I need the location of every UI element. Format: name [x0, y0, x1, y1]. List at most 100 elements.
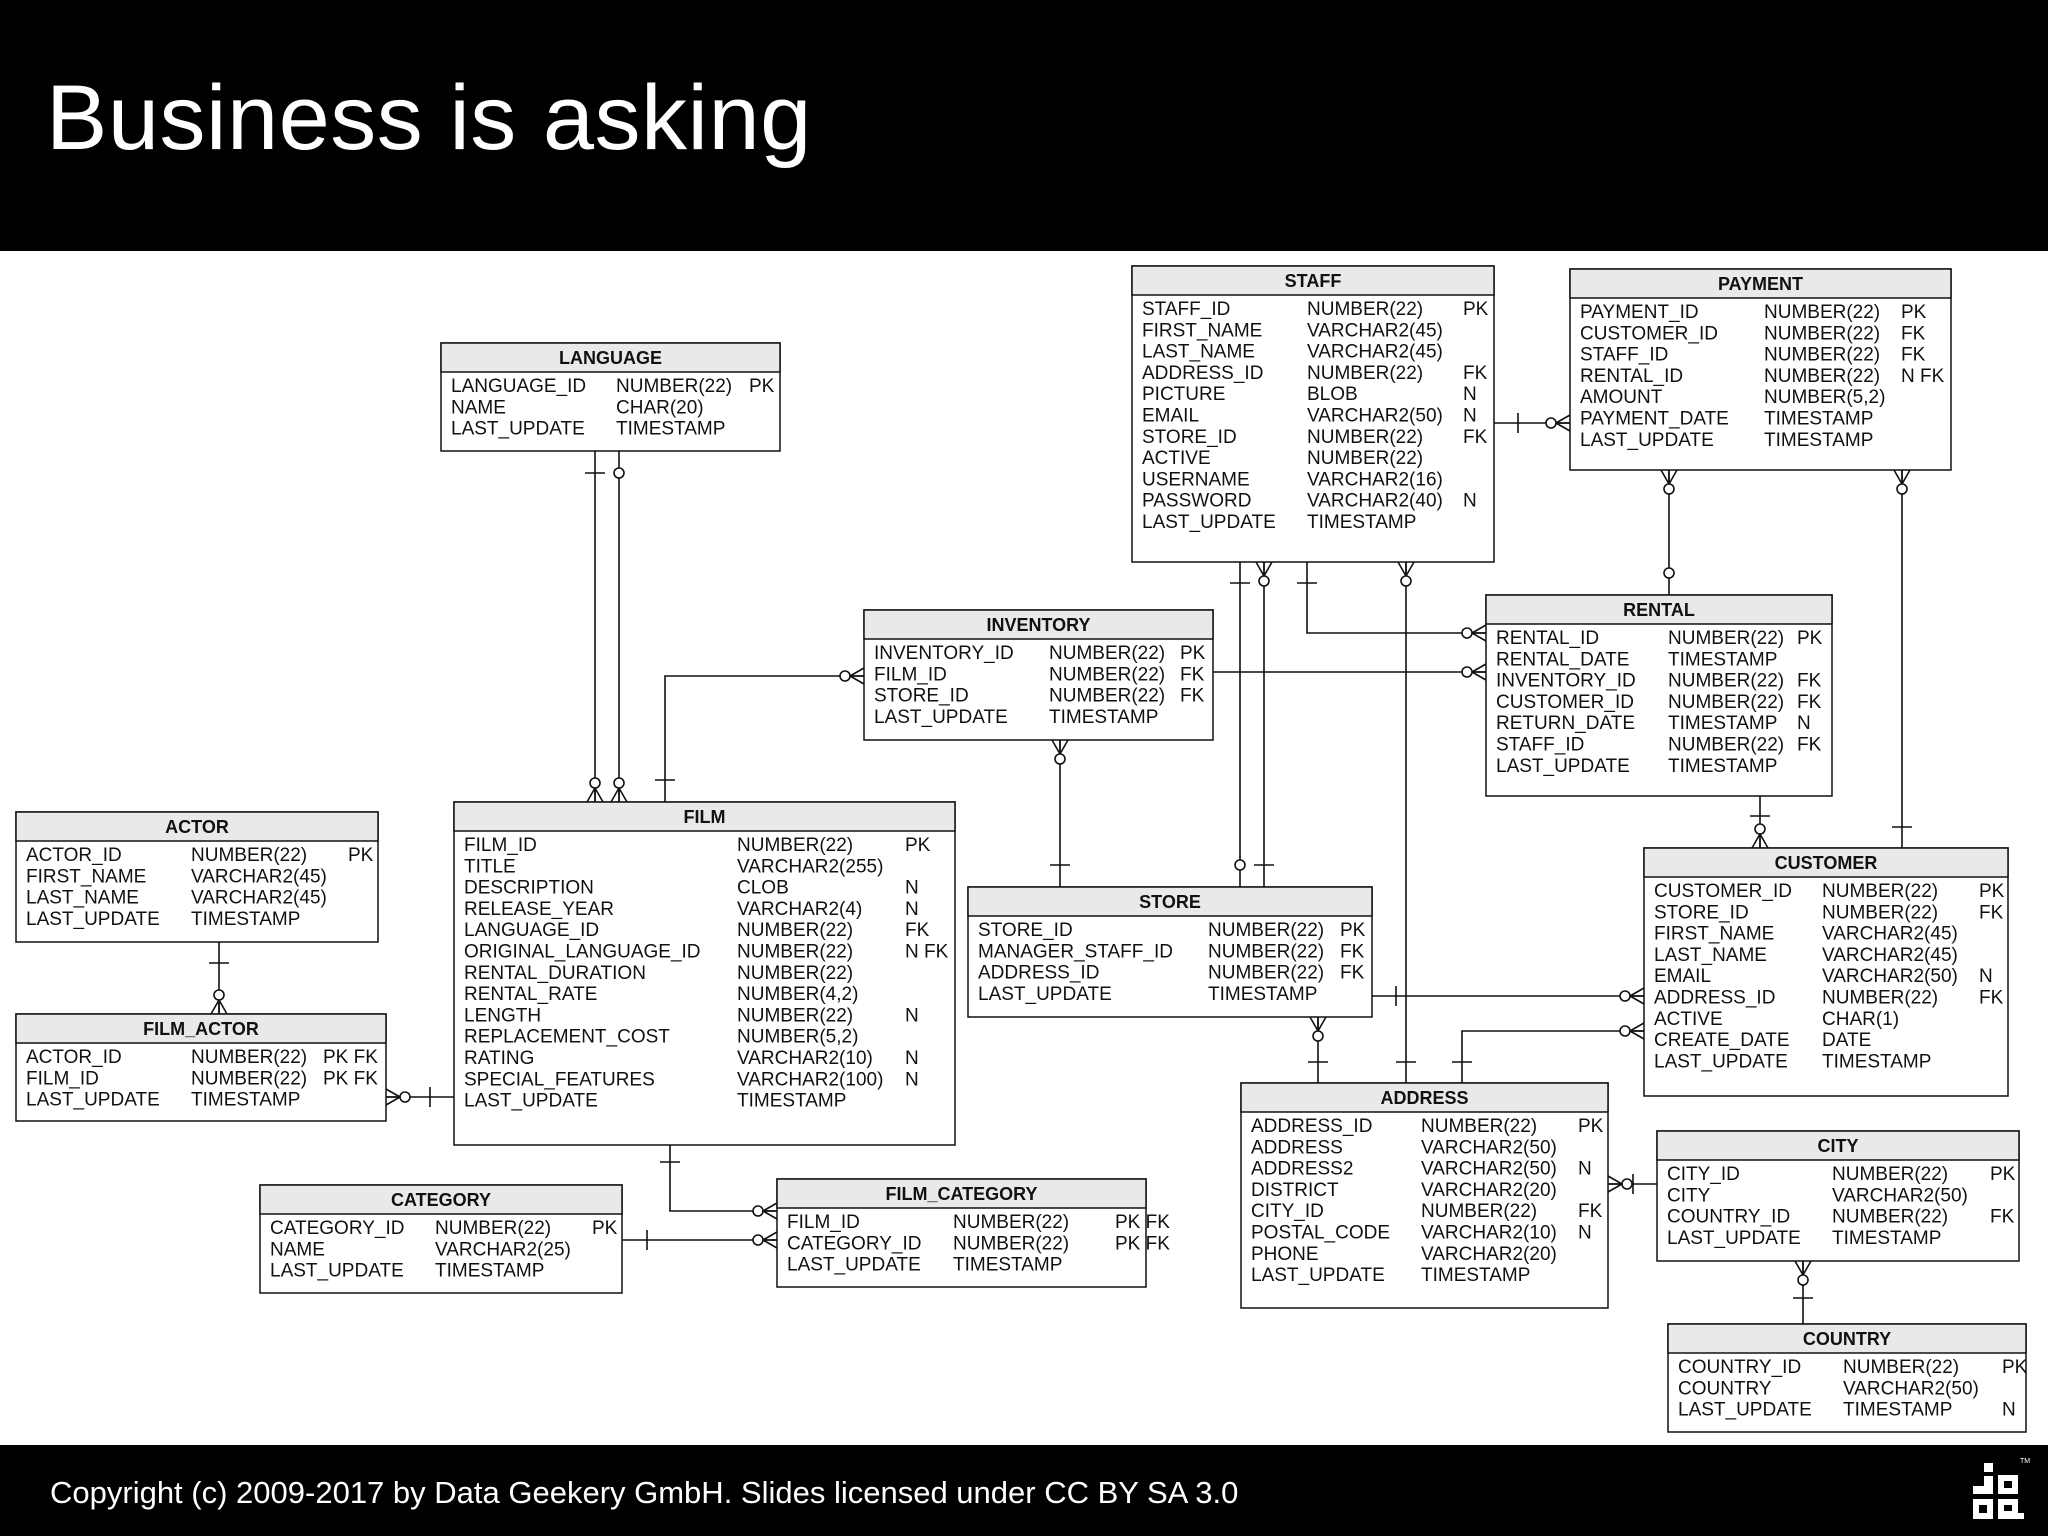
- column-key: PK: [905, 835, 931, 856]
- column-type: NUMBER(22): [1764, 366, 1880, 387]
- entity-header: [1240, 1082, 1609, 1113]
- entity-box: [1240, 1082, 1609, 1309]
- column-name: FIRST_NAME: [1654, 924, 1774, 945]
- column-key: PK: [2002, 1357, 2028, 1378]
- column-name: DESCRIPTION: [464, 878, 594, 899]
- column-type: NUMBER(22): [1668, 735, 1784, 756]
- column-name: USERNAME: [1142, 469, 1250, 490]
- column-type: TIMESTAMP: [737, 1091, 846, 1112]
- column-type: VARCHAR2(255): [737, 856, 883, 877]
- column-type: NUMBER(22): [191, 845, 307, 866]
- column-key: N: [905, 1069, 919, 1090]
- column-name: LAST_UPDATE: [1142, 512, 1276, 533]
- column-type: VARCHAR2(20): [1421, 1244, 1557, 1265]
- copyright-text: Copyright (c) 2009-2017 by Data Geekery …: [50, 1475, 1239, 1510]
- column-type: VARCHAR2(45): [191, 888, 327, 909]
- column-type: TIMESTAMP: [1049, 707, 1158, 728]
- column-key: N: [905, 878, 919, 899]
- entity-box: [1569, 268, 1952, 471]
- column-type: NUMBER(22): [1208, 941, 1324, 962]
- column-key: N: [905, 899, 919, 920]
- column-key: N: [1463, 406, 1477, 427]
- column-key: PK: [592, 1218, 618, 1239]
- column-name: SPECIAL_FEATURES: [464, 1069, 655, 1090]
- column-name: LAST_UPDATE: [26, 1090, 160, 1111]
- column-key: N: [1463, 491, 1477, 512]
- column-type: NUMBER(22): [1307, 299, 1423, 320]
- column-key: FK: [1180, 686, 1205, 707]
- column-type: VARCHAR2(16): [1307, 469, 1443, 490]
- column-type: VARCHAR2(10): [737, 1048, 873, 1069]
- column-type: VARCHAR2(50): [1822, 966, 1958, 987]
- column-name: LAST_UPDATE: [1678, 1400, 1812, 1421]
- column-name: ADDRESS_ID: [978, 963, 1099, 984]
- column-name: CITY_ID: [1667, 1164, 1740, 1185]
- column-type: NUMBER(22): [953, 1233, 1069, 1254]
- column-type: NUMBER(22): [737, 963, 853, 984]
- entity-name: INVENTORY: [986, 615, 1090, 635]
- column-type: VARCHAR2(45): [1822, 924, 1958, 945]
- column-key: N: [905, 1005, 919, 1026]
- column-type: VARCHAR2(50): [1421, 1159, 1557, 1180]
- column-name: INVENTORY_ID: [874, 643, 1014, 664]
- column-name: ORIGINAL_LANGUAGE_ID: [464, 942, 701, 963]
- column-name: LAST_UPDATE: [1580, 430, 1714, 451]
- column-type: NUMBER(22): [1049, 664, 1165, 685]
- column-key: PK: [1979, 881, 2005, 902]
- entity-header: [1569, 268, 1952, 299]
- column-type: CLOB: [737, 878, 789, 899]
- column-name: ADDRESS_ID: [1251, 1116, 1372, 1137]
- column-key: N FK: [905, 942, 949, 963]
- column-type: TIMESTAMP: [1668, 756, 1777, 777]
- entity-name: LANGUAGE: [559, 348, 662, 368]
- column-key: PK: [1463, 299, 1489, 320]
- column-key: N: [1797, 713, 1811, 734]
- column-key: FK: [905, 920, 930, 941]
- column-name: LAST_NAME: [26, 888, 139, 909]
- column-type: VARCHAR2(25): [435, 1239, 571, 1260]
- column-name: LAST_UPDATE: [270, 1261, 404, 1282]
- column-type: TIMESTAMP: [616, 419, 725, 440]
- column-key: PK FK: [323, 1047, 378, 1068]
- column-type: NUMBER(22): [1208, 963, 1324, 984]
- column-key: FK: [1797, 692, 1822, 713]
- column-name: ADDRESS_ID: [1654, 988, 1775, 1009]
- entity-header: [776, 1178, 1147, 1209]
- jooq-logo-icon: TM: [1973, 1458, 2030, 1519]
- column-key: PK: [749, 376, 775, 397]
- column-type: TIMESTAMP: [1208, 984, 1317, 1005]
- column-type: VARCHAR2(40): [1307, 491, 1443, 512]
- entity-name: CATEGORY: [391, 1190, 491, 1210]
- column-name: EMAIL: [1142, 406, 1199, 427]
- column-name: STORE_ID: [874, 686, 969, 707]
- column-key: N: [1578, 1159, 1592, 1180]
- column-name: CREATE_DATE: [1654, 1030, 1790, 1051]
- entity-name: FILM: [684, 807, 726, 827]
- column-key: FK: [1990, 1207, 2015, 1228]
- column-type: NUMBER(22): [1764, 323, 1880, 344]
- column-type: NUMBER(22): [435, 1218, 551, 1239]
- column-name: FIRST_NAME: [26, 866, 146, 887]
- column-key: FK: [1901, 323, 1926, 344]
- column-type: NUMBER(22): [1307, 427, 1423, 448]
- column-name: NAME: [451, 397, 506, 418]
- column-type: TIMESTAMP: [1307, 512, 1416, 533]
- column-type: NUMBER(5,2): [737, 1027, 858, 1048]
- column-type: NUMBER(22): [1421, 1116, 1537, 1137]
- column-key: N: [1578, 1223, 1592, 1244]
- entity-header: [1656, 1130, 2020, 1161]
- entity-box: [1131, 265, 1495, 563]
- slide-title: Business is asking: [46, 67, 812, 169]
- entity-name: STAFF: [1285, 271, 1342, 291]
- column-type: TIMESTAMP: [1832, 1228, 1941, 1249]
- column-name: PICTURE: [1142, 384, 1225, 405]
- column-key: FK: [1979, 902, 2004, 923]
- column-type: VARCHAR2(50): [1832, 1185, 1968, 1206]
- column-type: VARCHAR2(10): [1421, 1223, 1557, 1244]
